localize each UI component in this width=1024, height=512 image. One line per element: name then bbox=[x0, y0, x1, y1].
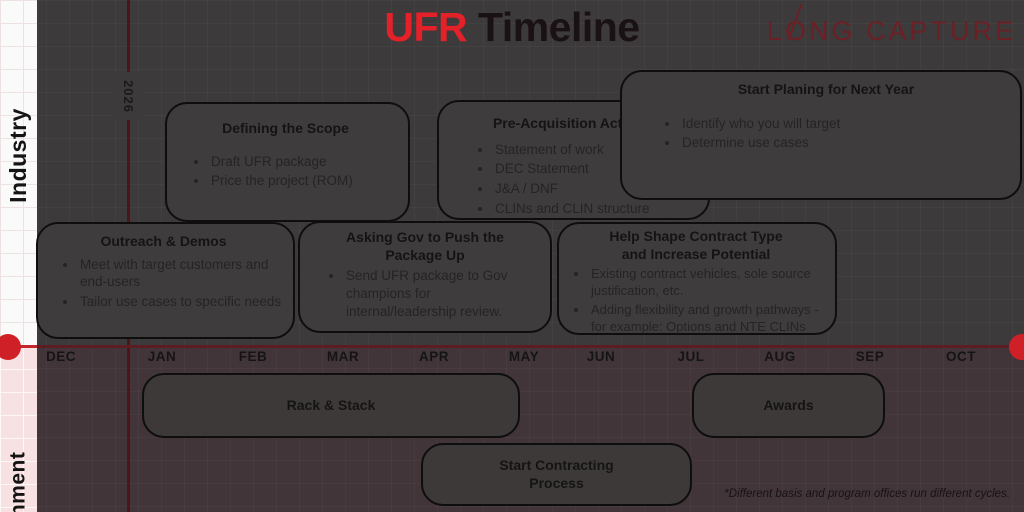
month-label-oct: OCT bbox=[946, 349, 976, 364]
box-title: Help Shape Contract Type and Increase Po… bbox=[609, 228, 783, 262]
month-label-mar: MAR bbox=[326, 349, 360, 364]
bullet-item: Send UFR package to Gov champions for in… bbox=[344, 267, 540, 320]
bullet-item: Adding flexibility and growth pathways -… bbox=[589, 302, 829, 336]
box-title: Pre-Acquisition Activities bbox=[492, 115, 663, 131]
bullet-item: Meet with target customers and end-users bbox=[78, 256, 283, 292]
box-start-contracting-process: Start Contracting Process bbox=[421, 443, 692, 506]
box-outreach-and-demos: Outreach & Demos Meet with target custom… bbox=[36, 222, 295, 339]
box-title: Start Contracting Process bbox=[499, 457, 614, 491]
box-asking-gov-to-push-package: Asking Gov to Push the Package Up Send U… bbox=[298, 221, 552, 333]
industry-label-wrap: Industry bbox=[0, 30, 37, 280]
box-title: Rack & Stack bbox=[286, 396, 376, 413]
bullet-item: Identify who you will target bbox=[680, 115, 1006, 133]
long-capture-logo: LONG CAPTURE bbox=[767, 16, 1016, 47]
timeline-axis-line bbox=[37, 345, 1024, 348]
government-sidebar: Government bbox=[0, 346, 37, 512]
box-help-shape-contract-type: Help Shape Contract Type and Increase Po… bbox=[557, 222, 837, 335]
month-label-jul: JUL bbox=[677, 349, 705, 364]
page-title-rest: Timeline bbox=[467, 4, 640, 50]
logo-rest: NG CAPTURE bbox=[808, 16, 1016, 46]
bullet-item: Tailor use cases to specific needs bbox=[78, 293, 283, 311]
page-title-accent: UFR bbox=[384, 4, 468, 50]
box-rack-and-stack: Rack & Stack bbox=[142, 373, 520, 438]
month-label-jan: JAN bbox=[147, 349, 177, 364]
bullet-item: Price the project (ROM) bbox=[209, 172, 396, 190]
bullet-item: DEC Statement bbox=[493, 160, 696, 178]
month-label-apr: APR bbox=[418, 349, 450, 364]
box-title: Awards bbox=[763, 396, 814, 413]
bullet-item: Statement of work bbox=[493, 141, 696, 159]
year-label: 2026 bbox=[120, 79, 136, 113]
timeline-end-dot bbox=[1009, 334, 1024, 360]
bullet-list: Send UFR package to Gov champions for in… bbox=[310, 267, 540, 320]
footnote: *Different basis and program offices run… bbox=[724, 488, 1010, 500]
bullet-item: Draft UFR package bbox=[209, 153, 396, 171]
month-label-aug: AUG bbox=[764, 349, 796, 364]
bullet-list: Existing contract vehicles, sole source … bbox=[563, 266, 829, 336]
box-start-planning-next-year: Start Planing for Next Year Identify who… bbox=[620, 70, 1022, 200]
box-title: Start Planing for Next Year bbox=[737, 81, 915, 97]
government-label-wrap: Government bbox=[0, 366, 37, 512]
month-label-may: MAY bbox=[508, 349, 540, 364]
bullet-item: Existing contract vehicles, sole source … bbox=[589, 266, 829, 300]
month-label-feb: FEB bbox=[238, 349, 268, 364]
box-title: Defining the Scope bbox=[222, 120, 349, 136]
industry-sidebar: Industry bbox=[0, 0, 37, 346]
year-label-wrap: 2026 bbox=[113, 72, 143, 120]
bullet-list: Draft UFR package Price the project (ROM… bbox=[175, 153, 396, 191]
bullet-list: Statement of work DEC Statement J&A / DN… bbox=[459, 141, 696, 218]
page-title: UFR Timeline bbox=[0, 4, 1024, 51]
month-label-jun: JUN bbox=[586, 349, 616, 364]
box-awards: Awards bbox=[692, 373, 885, 438]
month-label-sep: SEP bbox=[855, 349, 885, 364]
logo-letter-l: L bbox=[766, 16, 785, 46]
bullet-item: J&A / DNF bbox=[493, 180, 696, 198]
box-title: Asking Gov to Push the Package Up bbox=[346, 229, 504, 263]
industry-label: Industry bbox=[5, 107, 32, 203]
bullet-list: Identify who you will target Determine u… bbox=[646, 115, 1006, 153]
box-defining-the-scope: Defining the Scope Draft UFR package Pri… bbox=[165, 102, 410, 222]
bullet-list: Meet with target customers and end-users… bbox=[44, 256, 283, 311]
bullet-item: Determine use cases bbox=[680, 134, 1006, 152]
month-label-dec: DEC bbox=[45, 349, 77, 364]
timeline-start-dot bbox=[0, 334, 21, 360]
bullet-item: CLINs and CLIN structure bbox=[493, 200, 696, 218]
logo-slashed-o-icon: O bbox=[784, 16, 809, 46]
box-title: Outreach & Demos bbox=[100, 233, 227, 249]
government-label: Government bbox=[7, 452, 31, 512]
